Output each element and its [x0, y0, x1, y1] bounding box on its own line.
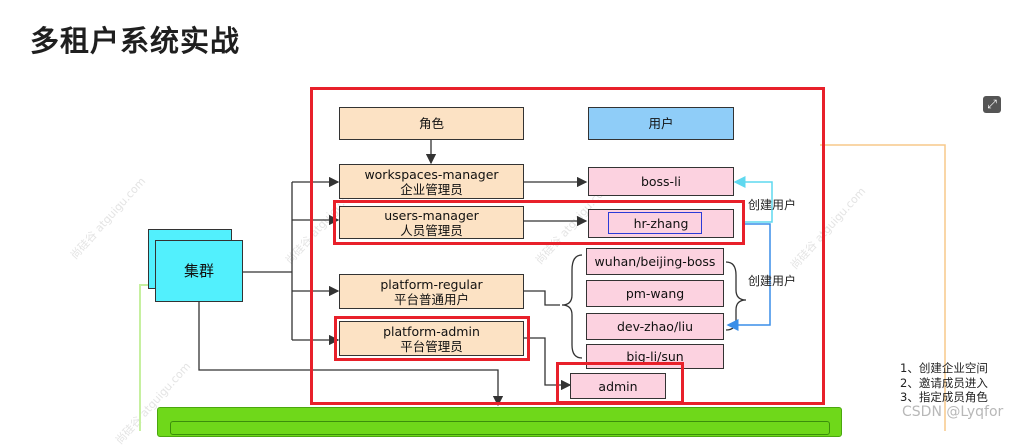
user-label: hr-zhang: [633, 216, 689, 231]
role-users-manager: users-manager 人员管理员: [339, 206, 524, 239]
user-dev-zhao-liu: dev-zhao/liu: [586, 313, 724, 340]
role-name: platform-admin: [383, 323, 480, 339]
user-label: big-li/sun: [626, 349, 684, 364]
user-admin: admin: [570, 373, 666, 399]
create-user-label: 创建用户: [748, 198, 797, 212]
user-header-label: 用户: [648, 116, 674, 131]
user-wuhan-beijing-boss: wuhan/beijing-boss: [586, 248, 724, 275]
csdn-credit: CSDN @Lyqfor: [902, 404, 1004, 420]
note-item: 3、指定成员角色: [900, 390, 988, 404]
role-workspaces-manager: workspaces-manager 企业管理员: [339, 164, 524, 199]
user-boss-li: boss-li: [588, 167, 734, 196]
role-platform-regular: platform-regular 平台普通用户: [339, 274, 524, 309]
connector-lines: [139, 140, 946, 431]
cluster-label: 集群: [183, 261, 214, 280]
role-name: users-manager: [384, 207, 479, 223]
notes: 1、创建企业空间 2、邀请成员进入 3、指定成员角色: [900, 361, 988, 405]
user-pm-wang: pm-wang: [586, 280, 724, 307]
user-label: dev-zhao/liu: [616, 319, 694, 334]
role-platform-admin: platform-admin 平台管理员: [339, 321, 524, 356]
page-title: 多租户系统实战: [30, 24, 241, 58]
highlight-frame-users-manager: [333, 200, 745, 245]
role-desc: 人员管理员: [400, 222, 463, 238]
expand-icon[interactable]: ⤢: [983, 96, 1001, 113]
role-desc: 企业管理员: [400, 181, 463, 197]
user-label: admin: [598, 378, 638, 394]
user-label: boss-li: [640, 174, 682, 189]
highlight-frame-admin: [556, 362, 684, 404]
create-user-label: 创建用户: [748, 274, 797, 288]
role-name: workspaces-manager: [364, 166, 499, 182]
note-item: 2、邀请成员进入: [900, 375, 988, 390]
note-item: 1、创建企业空间: [900, 361, 988, 375]
user-label: pm-wang: [625, 286, 685, 301]
role-header: 角色: [339, 107, 524, 140]
cluster-box: 集群: [155, 240, 243, 302]
user-header: 用户: [588, 107, 734, 140]
green-bar-inner: [170, 421, 830, 435]
user-label: wuhan/beijing-boss: [594, 254, 716, 269]
selection-highlight: [608, 212, 702, 234]
role-desc: 平台管理员: [400, 338, 463, 354]
role-desc: 平台普通用户: [393, 291, 469, 307]
role-name: platform-regular: [380, 276, 483, 292]
highlight-frame-platform-admin: [334, 316, 530, 361]
role-header-label: 角色: [418, 116, 444, 131]
